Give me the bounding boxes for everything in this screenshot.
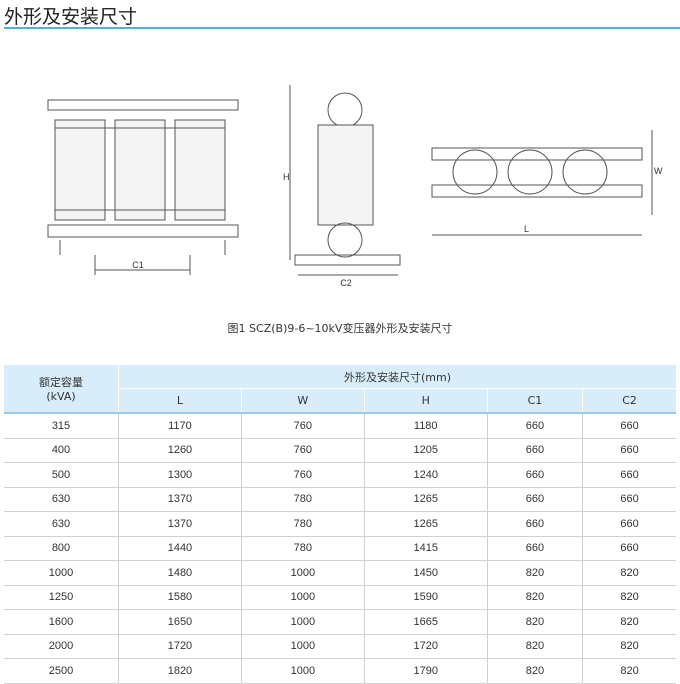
table-cell: 2500 [4,658,119,684]
top-view: L W [431,130,663,236]
table-cell: 780 [240,487,365,512]
table-cell: 780 [240,536,365,561]
table-cell: 1450 [363,560,488,586]
table-cell: 820 [486,560,583,586]
group-header: 外形及安装尺寸(mm) [118,365,676,389]
table-cell: 1650 [118,609,242,635]
side-view: H C2 [283,85,401,288]
table-cell: 1240 [363,462,488,488]
table-cell: 760 [240,438,365,463]
table-cell: 660 [486,413,583,439]
table-cell: 1590 [363,585,488,610]
table-cell: 1260 [118,438,242,463]
table-cell: 820 [486,658,583,684]
table-cell: 1250 [4,585,119,610]
table-cell: 660 [582,511,676,537]
table-cell: 820 [486,609,583,635]
table-cell: 400 [4,438,119,463]
table-cell: 2000 [4,634,119,659]
table-cell: 820 [582,609,676,635]
table-cell: 1440 [118,536,242,561]
table-cell: 1580 [118,585,242,610]
table-cell: 820 [486,634,583,659]
figure-caption: 图1 SCZ(B)9-6~10kV变压器外形及安装尺寸 [227,322,453,335]
table-cell: 1665 [363,609,488,635]
table-cell: 820 [486,585,583,610]
table-cell: 800 [4,536,119,561]
title-underline [4,27,680,29]
table-cell: 660 [486,536,583,561]
table-cell: 660 [582,462,676,488]
table-cell: 1000 [240,609,365,635]
table-cell: 760 [240,462,365,488]
table-cell: 1480 [118,560,242,586]
table-cell: 820 [582,585,676,610]
table-cell: 1415 [363,536,488,561]
column-header-c1: C1 [486,388,583,413]
table-cell: 660 [486,438,583,463]
table-cell: 1000 [240,585,365,610]
table-cell: 660 [486,462,583,488]
column-header-l: L [118,388,242,413]
table-cell: 660 [582,438,676,463]
h-label: H [283,172,290,182]
table-cell: 1720 [363,634,488,659]
w-label: W [654,166,663,176]
table-cell: 1820 [118,658,242,684]
table-cell: 1720 [118,634,242,659]
c1-label: C1 [132,260,144,270]
table-cell: 630 [4,487,119,512]
table-cell: 315 [4,413,119,439]
c2-label: C2 [340,278,352,288]
front-view: C1 [47,99,239,275]
table-cell: 660 [582,487,676,512]
table-cell: 820 [582,634,676,659]
transformer-drawing: C1 H C2 L W [47,85,663,288]
capacity-header: 额定容量(kVA) [4,365,119,413]
capacity-header-text: 额定容量 [39,376,83,389]
table-cell: 1300 [118,462,242,488]
table-cell: 1000 [4,560,119,586]
table-cell: 1370 [118,487,242,512]
table-cell: 780 [240,511,365,537]
table-cell: 760 [240,413,365,439]
table-cell: 1205 [363,438,488,463]
table-cell: 500 [4,462,119,488]
table-cell: 1000 [240,634,365,659]
column-header-c2: C2 [582,388,676,413]
table-cell: 660 [582,536,676,561]
column-header-h: H [363,388,488,413]
table-cell: 1180 [363,413,488,439]
table-cell: 660 [486,487,583,512]
table-cell: 660 [582,413,676,439]
table-cell: 820 [582,658,676,684]
section-title: 外形及安装尺寸 [4,6,138,28]
capacity-header-unit: (kVA) [46,390,76,403]
table-cell: 1000 [240,560,365,586]
table-cell: 1790 [363,658,488,684]
table-cell: 820 [582,560,676,586]
table-cell: 1000 [240,658,365,684]
table-cell: 660 [486,511,583,537]
table-cell: 1370 [118,511,242,537]
table-cell: 1265 [363,487,488,512]
column-header-w: W [240,388,365,413]
table-cell: 1170 [118,413,242,439]
l-label: L [524,224,529,234]
table-cell: 1600 [4,609,119,635]
table-cell: 630 [4,511,119,537]
table-cell: 1265 [363,511,488,537]
